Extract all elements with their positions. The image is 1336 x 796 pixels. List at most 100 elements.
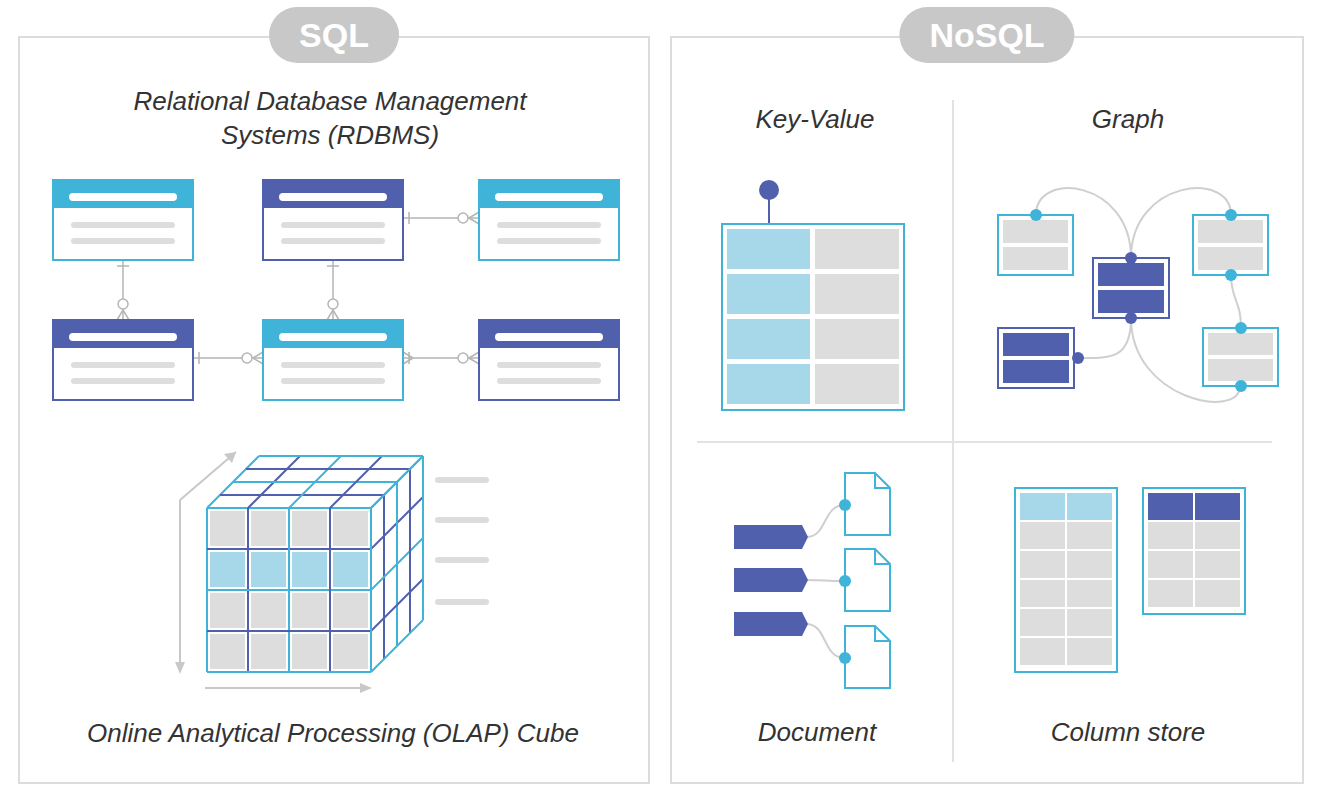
column-cell: [1020, 493, 1065, 520]
column-cell: [1148, 580, 1193, 607]
header-bar: [495, 193, 603, 201]
graph-port: [1225, 209, 1237, 221]
kv-key: [727, 319, 810, 359]
section-label: Graph: [1008, 102, 1248, 136]
node-frame: [998, 328, 1074, 388]
header-bar: [69, 193, 177, 201]
cube-cell: [251, 634, 286, 669]
er-table: [479, 320, 619, 400]
er-crow: [117, 310, 129, 320]
cube-cell: [210, 552, 245, 587]
cube-edge: [371, 579, 423, 631]
header-bar: [69, 333, 177, 341]
cube-axes: [175, 452, 486, 693]
er-circle: [118, 299, 128, 309]
cube-edge: [370, 508, 372, 672]
node-row: [1198, 220, 1263, 243]
node-frame: [1193, 215, 1268, 275]
graph-node: [1093, 258, 1169, 318]
er-circle: [458, 213, 468, 223]
cube-cell: [292, 552, 327, 587]
node-frame: [1093, 258, 1169, 318]
section-label: Key-Value: [695, 102, 935, 136]
axis: [179, 500, 181, 672]
er-table: [263, 180, 403, 260]
field-bar: [281, 238, 385, 244]
cube-edge: [409, 469, 411, 633]
doc-page: [845, 626, 890, 688]
node-row: [1208, 359, 1273, 381]
er-table: [479, 180, 619, 260]
table-body: [479, 180, 619, 260]
node-frame: [998, 215, 1073, 275]
cube-edge: [330, 456, 382, 508]
node-row: [1003, 360, 1069, 383]
doc-link: [806, 624, 845, 658]
kv-value: [815, 274, 899, 314]
arrowhead: [175, 662, 185, 674]
section-label: Online Analytical Processing (OLAP) Cube: [53, 716, 613, 750]
graph-node: [998, 328, 1074, 388]
node-row: [1098, 290, 1164, 313]
cube-cell: [251, 552, 286, 587]
graph-port: [1235, 322, 1247, 334]
graph-node: [1193, 215, 1268, 275]
legend-bar: [438, 517, 486, 523]
column-cell: [1195, 522, 1240, 549]
doc-port: [839, 575, 851, 587]
field-bar: [497, 238, 601, 244]
er-tick: [198, 352, 200, 364]
node-row: [1003, 247, 1068, 270]
axis: [180, 452, 236, 500]
cube-edge: [370, 508, 372, 672]
node-frame: [1203, 328, 1278, 386]
cube-edge: [207, 589, 371, 591]
table-body: [53, 180, 193, 260]
field-bar: [497, 222, 601, 228]
column-cell: [1067, 580, 1112, 607]
legend-bar: [438, 477, 486, 483]
cube-edge: [207, 671, 371, 673]
arrowhead: [224, 452, 236, 463]
doc-link: [806, 505, 845, 537]
cube-edge: [246, 468, 410, 470]
column-store: [1015, 488, 1245, 672]
cube-cell: [333, 552, 368, 587]
table-header: [263, 320, 403, 348]
cube-cell: [333, 593, 368, 628]
cube-edge: [233, 481, 397, 483]
node-row: [1198, 247, 1263, 270]
cube-cell: [292, 593, 327, 628]
kv-key: [727, 364, 810, 404]
er-table: [263, 320, 403, 400]
node-row: [1098, 263, 1164, 286]
column-cell: [1067, 551, 1112, 578]
field-bar: [281, 378, 385, 384]
doc-tab: [734, 568, 808, 592]
graph-port: [1235, 380, 1247, 392]
doc-port: [839, 652, 851, 664]
column-frame: [1015, 488, 1117, 672]
column-cell: [1067, 638, 1112, 665]
divider: [952, 100, 954, 762]
graph-node: [1203, 328, 1278, 386]
pin-stem: [768, 196, 770, 224]
cube-cell: [292, 634, 327, 669]
er-tick: [117, 265, 129, 267]
graph-port: [1030, 209, 1042, 221]
column-cell: [1148, 522, 1193, 549]
kv-key: [727, 229, 810, 269]
doc-page: [845, 473, 890, 535]
cube-cell: [210, 634, 245, 669]
graph-port: [1072, 352, 1084, 364]
er-circle: [458, 353, 468, 363]
cube-edge: [207, 630, 371, 632]
column-cell: [1020, 638, 1065, 665]
section-label: Column store: [998, 715, 1258, 749]
pin-head: [759, 180, 779, 200]
column-cell: [1067, 522, 1112, 549]
er-circle: [328, 299, 338, 309]
graph-illustration: [998, 188, 1278, 402]
panel-box: NoSQL: [670, 36, 1304, 784]
section-label: Relational Database Management Systems (…: [110, 84, 550, 152]
